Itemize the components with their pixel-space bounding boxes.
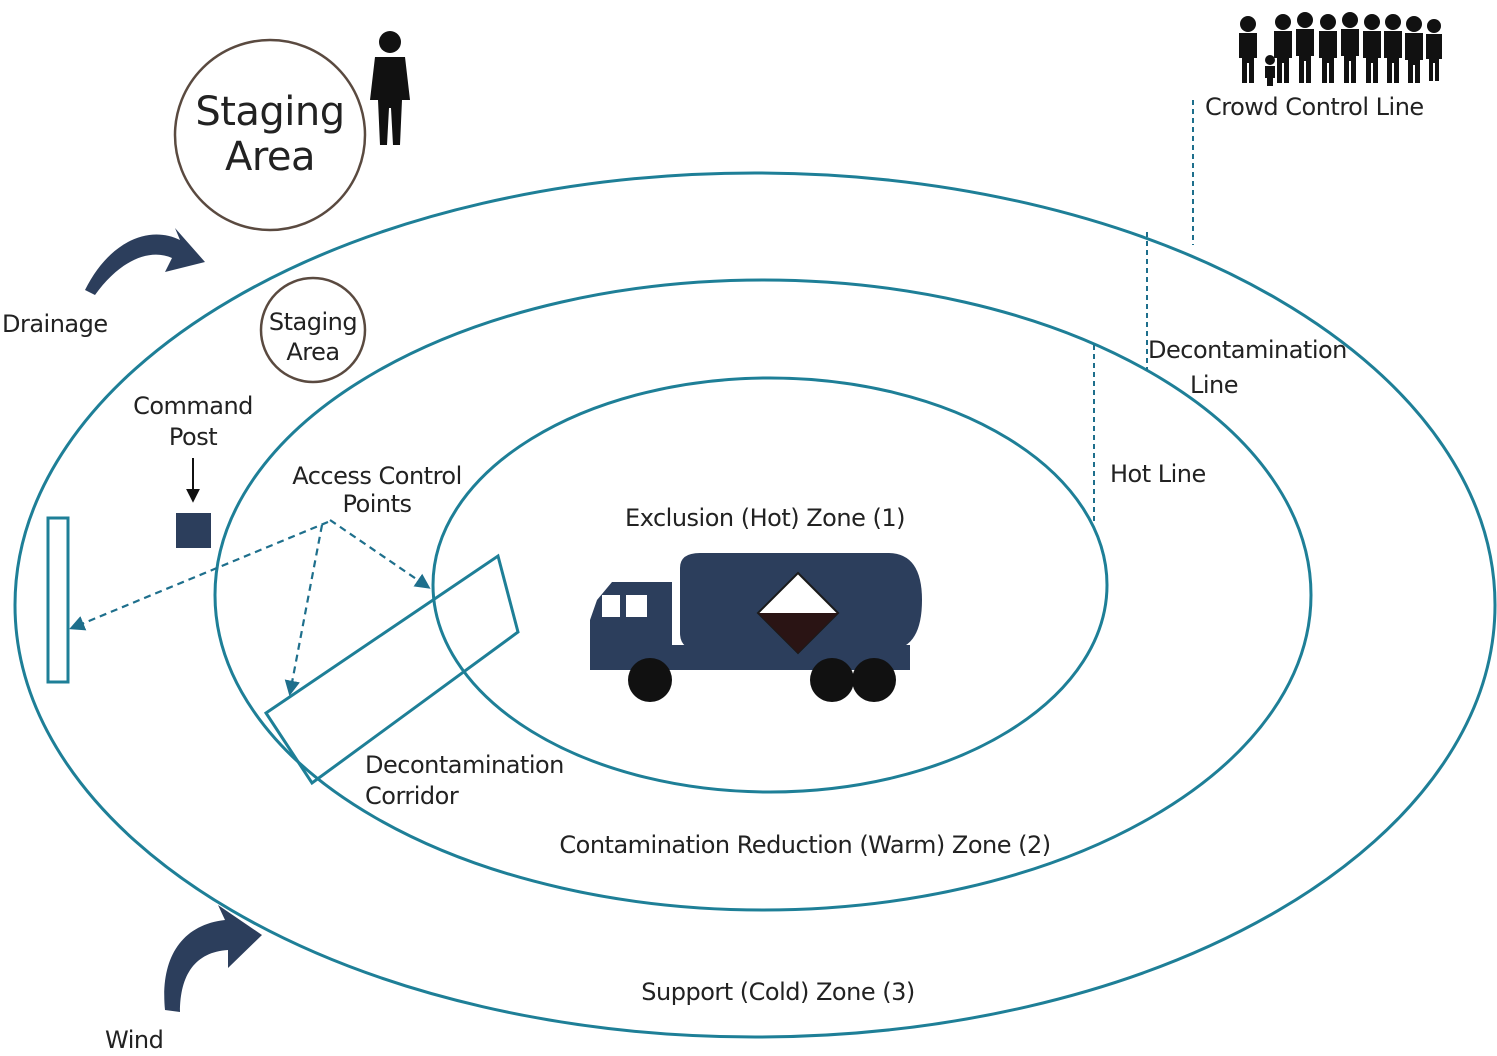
warm-zone-label: Contamination Reduction (Warm) Zone (2) bbox=[559, 831, 1050, 859]
staging-area-small-circle bbox=[259, 276, 367, 384]
side-access-gate bbox=[46, 516, 70, 684]
staging-area-large-circle bbox=[173, 38, 367, 232]
staging-area-small-label-line2: Area bbox=[286, 338, 339, 366]
command-post-label-line1: Command bbox=[133, 392, 253, 420]
access-control-arrow-to-corridor-end bbox=[329, 519, 431, 589]
drainage-label: Drainage bbox=[2, 310, 108, 338]
decontamination-corridor-label-line2: Corridor bbox=[365, 782, 459, 810]
access-control-arrow-to-corridor-start bbox=[284, 524, 324, 697]
decontamination-line-label-line2: Line bbox=[1190, 371, 1238, 399]
crowd-control-line-label: Crowd Control Line bbox=[1205, 93, 1424, 121]
wind-label: Wind bbox=[105, 1026, 163, 1054]
warm-zone-ring bbox=[213, 278, 1313, 912]
staging-area-small-label-line1: Staging bbox=[269, 308, 357, 336]
access-control-arrow-to-side-gate bbox=[69, 520, 329, 631]
cold-zone-label: Support (Cold) Zone (3) bbox=[641, 978, 914, 1006]
crowd-silhouette-icon bbox=[1239, 12, 1442, 86]
drainage-curved-arrow-icon bbox=[85, 228, 205, 295]
person-silhouette-icon bbox=[370, 31, 410, 145]
decontamination-corridor-label-line1: Decontamination bbox=[365, 751, 564, 779]
exclusion-hot-zone-ring bbox=[431, 376, 1109, 794]
access-control-points-label-line1: Access Control bbox=[292, 462, 462, 490]
exclusion-zone-label: Exclusion (Hot) Zone (1) bbox=[625, 504, 905, 532]
support-cold-zone-ring bbox=[13, 171, 1497, 1039]
tanker-truck-icon bbox=[590, 553, 922, 702]
hazard-diamond-icon bbox=[756, 571, 840, 655]
access-control-points-label-line2: Points bbox=[342, 490, 411, 518]
command-post-square-icon bbox=[176, 513, 211, 548]
wind-curved-arrow-icon bbox=[164, 905, 262, 1012]
command-post-label-line2: Post bbox=[169, 423, 217, 451]
hot-line-label: Hot Line bbox=[1110, 460, 1206, 488]
decontamination-line-label-line1: Decontamination bbox=[1148, 336, 1347, 364]
staging-area-large-label-line2: Area bbox=[225, 134, 315, 180]
decontamination-corridor bbox=[263, 553, 520, 786]
staging-area-large-label-line1: Staging bbox=[195, 89, 344, 135]
